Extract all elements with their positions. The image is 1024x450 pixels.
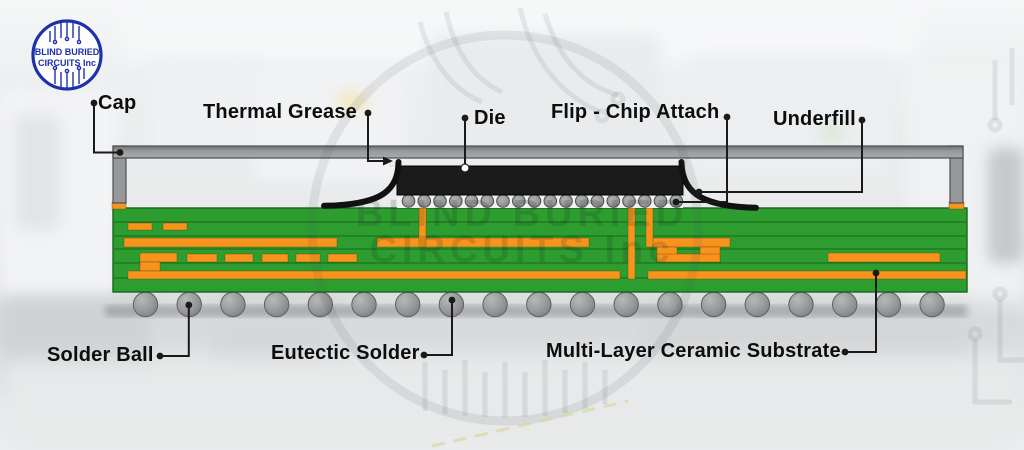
underfill-label: Underfill [773, 108, 856, 130]
connector-dots [90, 99, 880, 360]
logo-text: BLIND BURIED CIRCUITS Inc [35, 47, 100, 68]
logo-circuit-decoration [49, 22, 85, 88]
die-pointer-dot [460, 163, 470, 173]
logo-line2: CIRCUITS Inc [38, 58, 96, 68]
substrate-traces [111, 201, 967, 280]
die-label: Die [474, 107, 506, 129]
cap-label: Cap [98, 92, 137, 114]
flip-chip-attach-label: Flip - Chip Attach [551, 101, 720, 123]
logo-line1: BLIND BURIED [35, 47, 100, 57]
solder-ball-label: Solder Ball [47, 344, 154, 366]
underfill-fillets [321, 159, 759, 211]
company-logo: BLIND BURIED CIRCUITS Inc [31, 19, 103, 91]
thermal-grease-arrowhead [383, 156, 393, 166]
substrate-label: Multi-Layer Ceramic Substrate [546, 340, 841, 362]
eutectic-solder-label: Eutectic Solder [271, 342, 420, 364]
ceramic-substrate [111, 201, 968, 293]
connector-lines [93, 105, 877, 357]
thermal-grease-label: Thermal Grease [203, 101, 357, 123]
